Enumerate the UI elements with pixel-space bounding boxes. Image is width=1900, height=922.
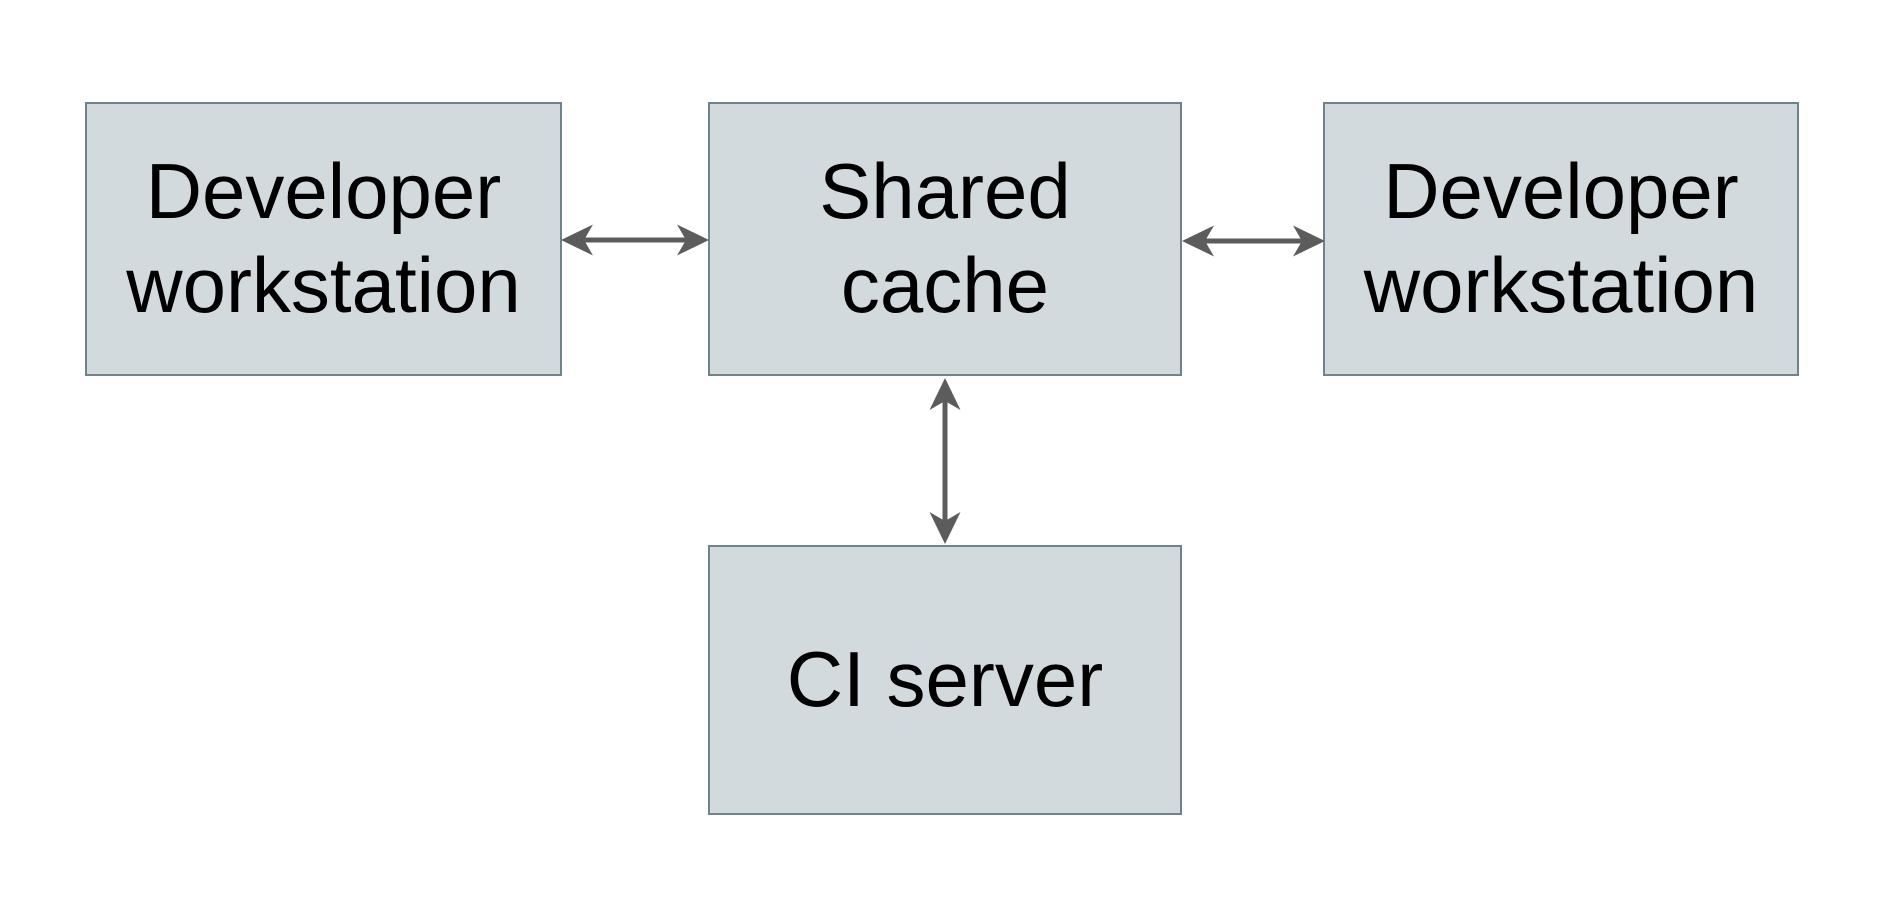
double-arrow-cache-to-right-workstation bbox=[1181, 223, 1326, 259]
node-label: Shared cache bbox=[819, 147, 1071, 329]
double-arrow-cache-to-ci-server bbox=[927, 377, 963, 545]
node-developer-workstation-left: Developer workstation bbox=[85, 102, 562, 376]
node-developer-workstation-right: Developer workstation bbox=[1323, 102, 1799, 376]
node-label: CI server bbox=[786, 635, 1104, 724]
node-shared-cache: Shared cache bbox=[708, 102, 1182, 376]
node-ci-server: CI server bbox=[708, 545, 1182, 815]
node-label: Developer workstation bbox=[126, 147, 521, 329]
node-label: Developer workstation bbox=[1363, 147, 1759, 329]
double-arrow-left-workstation-to-cache bbox=[560, 222, 710, 258]
